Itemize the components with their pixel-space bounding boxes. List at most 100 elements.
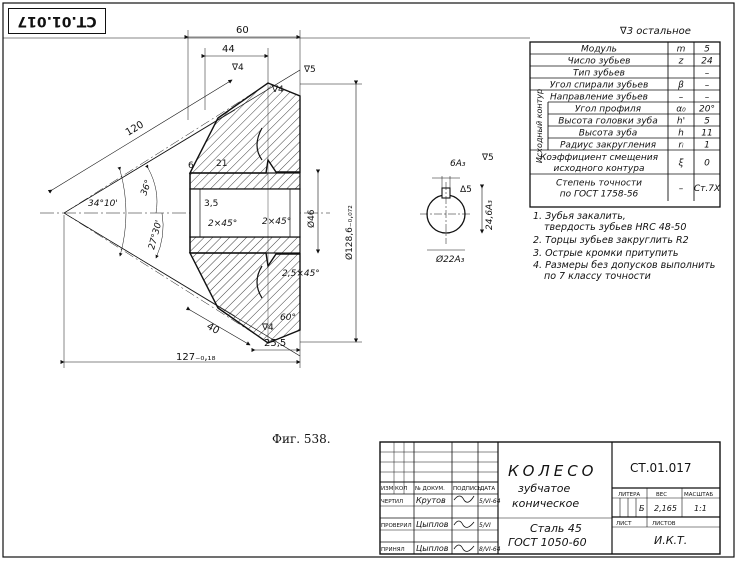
signature-drawn	[453, 495, 475, 503]
hdr-ves: ВЕС	[656, 492, 667, 498]
param-name: Радиус закругления	[560, 141, 657, 151]
keyway-surface: ∇5	[481, 153, 494, 163]
hdr-listov: ЛИСТОВ	[652, 521, 676, 527]
hdr-litera: ЛИТЕРА	[618, 492, 640, 498]
dim-25-5: 25,5	[264, 338, 286, 349]
material-standard: ГОСТ 1050-60	[508, 536, 587, 549]
col-date: ДАТА	[480, 486, 495, 492]
param-symbol: ξ	[677, 159, 684, 169]
param-symbol: β	[677, 81, 684, 91]
dim-44: 44	[222, 44, 235, 55]
hdr-masshtab: МАСШТАБ	[684, 492, 713, 498]
figure-caption: Фиг. 538.	[272, 432, 331, 446]
param-name-cont: исходного контура	[554, 164, 645, 174]
weight-value: 2,165	[654, 504, 677, 513]
param-name: Степень точности	[556, 179, 642, 189]
param-name-cont: по ГОСТ 1758-56	[560, 190, 639, 200]
surface-mark-1: ∇5	[303, 65, 316, 75]
keyway-width: 6А₃	[450, 159, 466, 169]
param-value: –	[705, 81, 710, 91]
param-name: Направление зубьев	[550, 93, 648, 103]
note-4a: 4. Размеры без допусков выполнить	[533, 260, 715, 271]
dim-40: 40	[205, 321, 222, 337]
organization: И.К.Т.	[654, 534, 687, 547]
outer-frame	[2, 2, 735, 558]
param-value: 5	[704, 45, 710, 55]
dim-d46: Ø46	[306, 209, 317, 228]
param-group-label: Исходный контур	[535, 89, 544, 163]
param-value: 1	[704, 141, 710, 151]
surface-mark-4: ∇4	[271, 85, 284, 95]
param-name: Число зубьев	[568, 57, 631, 67]
dim-angle-36: 36°	[139, 179, 154, 197]
param-value: 0	[704, 159, 710, 169]
dim-angle-34: 34°10'	[88, 199, 118, 209]
param-symbol: m	[677, 45, 686, 55]
col-izm: ИЗМ	[381, 486, 394, 492]
dim-60: 60	[236, 25, 249, 36]
dim-120: 120	[124, 119, 146, 138]
technical-requirements: 1. Зубья закалить, твердость зубьев HRC …	[533, 211, 715, 282]
signature-checked	[453, 520, 475, 528]
date-drawn: 5/VI-64	[479, 498, 501, 505]
material: Сталь 45	[530, 522, 582, 535]
param-name: Угол спирали зубьев	[550, 81, 649, 91]
gear-section-view	[40, 30, 362, 368]
dim-angle-27: 27°30'	[147, 219, 164, 250]
note-1a: 1. Зубья закалить,	[533, 211, 626, 222]
note-3: 3. Острые кромки притупить	[533, 248, 678, 259]
param-name: Высота головки зуба	[558, 117, 657, 127]
param-value: –	[705, 69, 710, 79]
hdr-list: ЛИСТ	[616, 521, 632, 527]
chamfer-1: 2×45°	[208, 219, 237, 229]
surface-roughness-note: ∇3 остальное	[619, 26, 691, 37]
param-symbol: h	[678, 129, 684, 139]
param-name: Модуль	[581, 45, 617, 55]
name-drawn: Крутов	[416, 496, 446, 505]
surface-mark-2: ∇4	[231, 63, 244, 73]
role-drawn: ЧЕРТИЛ	[381, 499, 403, 505]
role-approved: ПРИНЯЛ	[381, 547, 405, 553]
part-name: КОЛЕСО	[508, 462, 598, 480]
param-name: Угол профиля	[575, 105, 642, 115]
chamfer-2: 2×45°	[262, 217, 291, 227]
date-checked: 5/VI	[479, 522, 491, 529]
param-symbol: z	[678, 57, 684, 67]
col-podp: ПОДПИСЬ	[453, 486, 482, 492]
param-symbol: rᵢ	[678, 141, 684, 151]
param-symbol: –	[679, 93, 684, 103]
role-checked: ПРОВЕРИЛ	[381, 523, 412, 529]
param-value: –	[705, 93, 710, 103]
col-kol: КОЛ	[395, 486, 407, 492]
signature-approved	[453, 544, 475, 552]
param-symbol: α₀	[676, 105, 686, 115]
param-name: Коэффициент смещения	[540, 153, 659, 163]
dim-d128: Ø128,6₋₀,₀₇₂	[344, 205, 355, 260]
dim-3-5: 3,5	[204, 199, 218, 209]
keyway-view	[420, 176, 485, 251]
dim-angle-60: 60°	[280, 313, 296, 323]
param-value: Ст.7Х	[694, 184, 721, 194]
param-symbol: –	[679, 184, 684, 194]
part-name-line3: коническое	[512, 497, 579, 510]
litera-value: Б	[639, 504, 645, 513]
keyway-depth: 24,6А₃	[485, 200, 495, 230]
note-2: 2. Торцы зубьев закруглить R2	[533, 235, 689, 246]
part-name-line2: зубчатое	[518, 482, 571, 495]
param-value: 11	[701, 129, 712, 139]
dim-6: 6	[188, 161, 194, 171]
surface-mark-3: ∇4	[261, 323, 274, 333]
name-checked: Цыплов	[416, 520, 449, 529]
title-block-text: ИЗМ КОЛ № ДОКУМ. ПОДПИСЬ ДАТА ЧЕРТИЛ Кру…	[381, 461, 713, 553]
dim-21: 21	[216, 159, 227, 169]
col-doc: № ДОКУМ.	[415, 486, 445, 492]
param-name: Тип зубьев	[573, 69, 625, 79]
dim-127: 127₋₀,₁₈	[176, 352, 216, 363]
param-symbol: h'	[677, 117, 685, 127]
keyway-tolerance: Δ5	[460, 185, 472, 195]
param-value: 5	[704, 117, 710, 127]
note-1b: твердость зубьев HRC 48-50	[544, 222, 686, 233]
title-block	[379, 441, 721, 555]
